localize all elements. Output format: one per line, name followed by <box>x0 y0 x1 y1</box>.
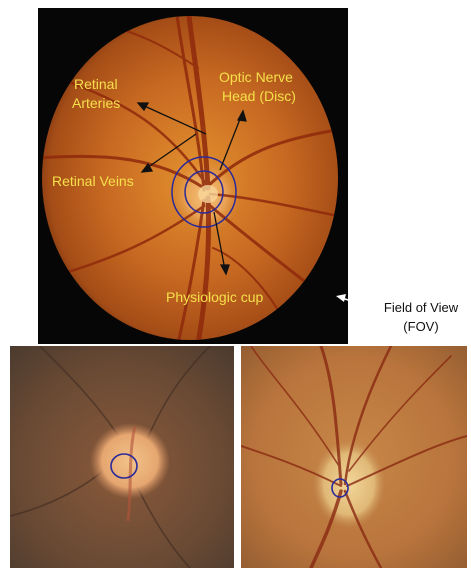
label-field-of-view: Field of View (FOV) <box>373 298 469 336</box>
label-optic-nerve-head-line2: Head (Disc) <box>222 88 296 104</box>
fundus-crop-left <box>10 346 234 568</box>
fundus-crop-right <box>241 346 467 568</box>
label-fov-line2: (FOV) <box>373 317 469 336</box>
label-retinal-arteries-line2: Arteries <box>72 95 120 111</box>
label-retinal-veins: Retinal Veins <box>52 173 134 189</box>
label-fov-line1: Field of View <box>373 298 469 317</box>
physiologic-cup-spot <box>198 185 218 203</box>
label-optic-nerve-head-line1: Optic Nerve <box>219 69 293 85</box>
label-physiologic-cup: Physiologic cup <box>166 289 263 305</box>
label-retinal-arteries-line1: Retinal <box>74 76 118 92</box>
fundus-image-main: Retinal Arteries Optic Nerve Head (Disc)… <box>38 8 348 344</box>
